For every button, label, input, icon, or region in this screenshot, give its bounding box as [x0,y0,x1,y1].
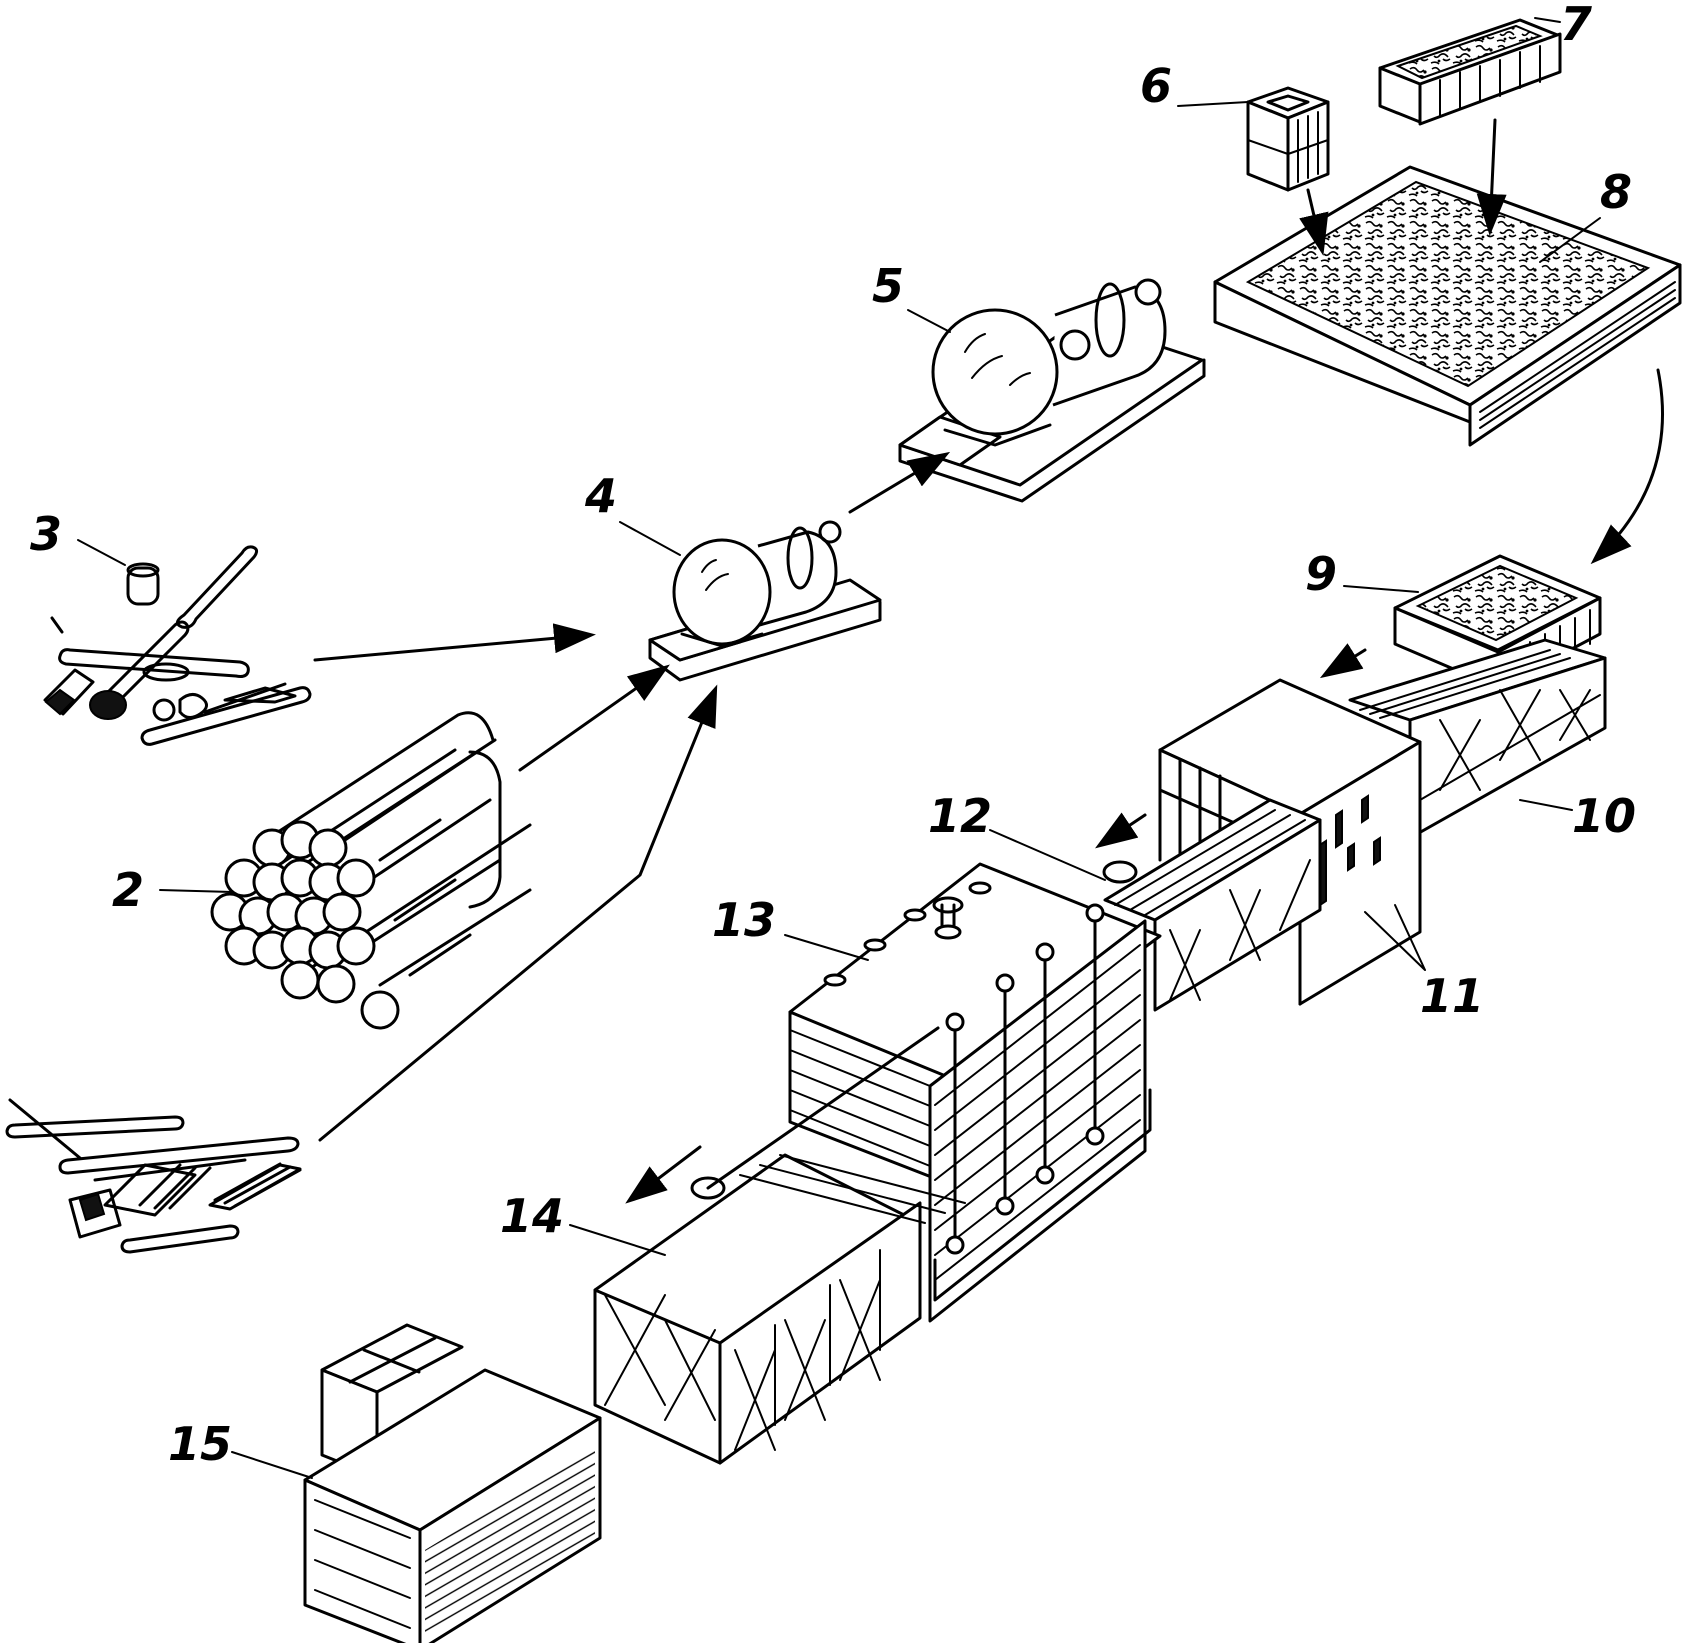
label-15: 15 [168,1417,232,1471]
label-12: 12 [928,789,992,843]
label-13: 13 [712,893,776,947]
label-11: 11 [1420,969,1484,1023]
crusher-machine-5 [898,278,1206,503]
label-7: 7 [1560,0,1592,51]
dryer-13 [788,862,1162,1323]
diagram-labels: 2 3 4 5 6 7 8 9 10 11 12 13 14 15 [30,0,1636,1471]
label-8: 8 [1600,165,1632,219]
conveyor-10 [1348,638,1607,840]
label-3: 3 [30,507,62,561]
label-5: 5 [872,259,904,313]
log-stack [210,711,532,1030]
flow-arrows [313,118,1665,1204]
log-ends [210,820,400,1030]
label-10: 10 [1572,789,1636,843]
finished-blocks-15 [303,1323,602,1643]
scrap-sticks-pile [5,1098,302,1254]
leader-lines [77,17,1601,1479]
bin-7 [1378,18,1562,126]
dryer-stacks [823,881,992,987]
label-14: 14 [500,1189,564,1243]
label-6: 6 [1140,59,1172,113]
label-9: 9 [1305,547,1337,601]
sorting-cabin [1158,678,1422,1006]
mixing-tray-8 [1213,165,1682,447]
label-4: 4 [584,469,617,523]
bucket-6 [1246,86,1330,192]
label-2: 2 [112,863,144,917]
output-conveyor-14 [593,1026,966,1465]
conveyor-segment-middle [1102,798,1322,1012]
scrap-metal-pile [43,545,312,746]
crusher-machine-4 [648,520,882,682]
